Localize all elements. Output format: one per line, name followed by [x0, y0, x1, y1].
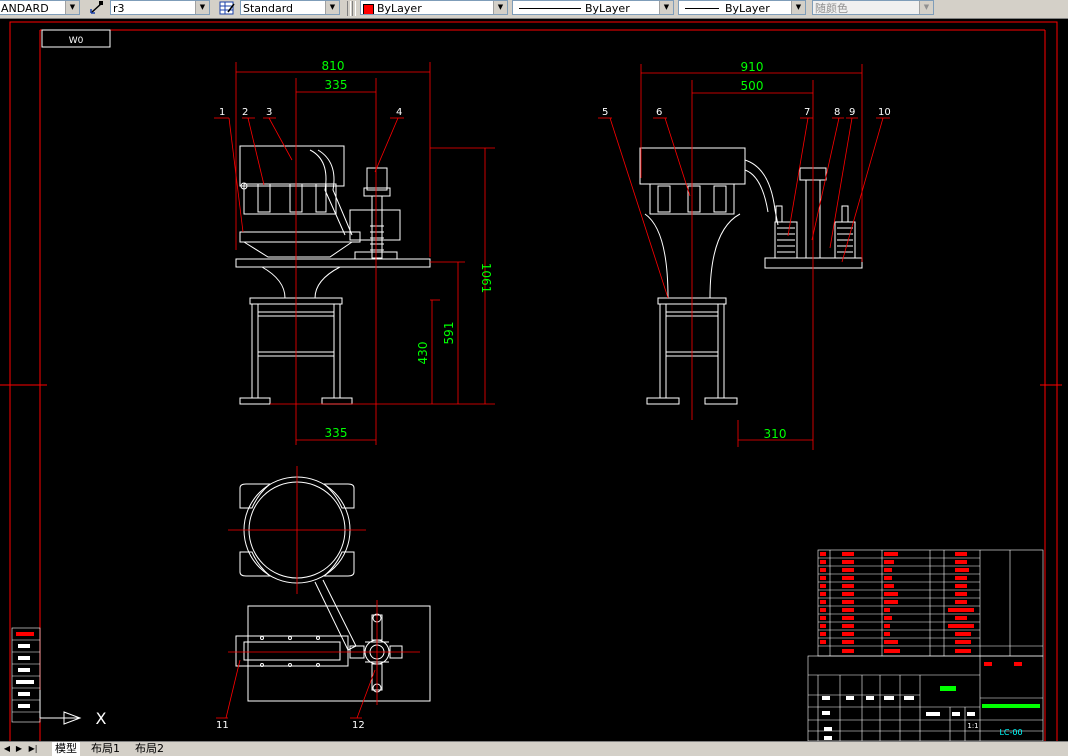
balloon-1: 1 [219, 107, 225, 118]
balloon-3: 3 [266, 107, 272, 118]
side-view-dimension-text: 910 500 310 [741, 60, 787, 441]
color-swatch [363, 3, 374, 14]
table-style-icon[interactable] [218, 0, 236, 16]
chevron-down-icon[interactable]: ▼ [65, 1, 79, 14]
balloon-5: 5 [602, 107, 608, 118]
linetype-combo[interactable]: ByLayer ▼ [512, 0, 674, 15]
chevron-down-icon: ▼ [919, 1, 933, 14]
dimension-style-icon[interactable] [88, 0, 106, 16]
balloon-4: 4 [396, 107, 402, 118]
viewport-label-box [41, 29, 111, 48]
tab-model[interactable]: 模型 [52, 742, 80, 756]
linetype-preview [519, 8, 581, 9]
lineweight-preview [685, 8, 719, 9]
balloon-8: 8 [834, 107, 840, 118]
properties-toolbar: ANDARD ▼ r3 ▼ Standard ▼ ByLayer ▼ ByLay… [0, 0, 1068, 19]
chevron-down-icon[interactable]: ▼ [493, 1, 507, 14]
front-view-dimension-lines [214, 62, 495, 445]
balloon-10: 10 [878, 107, 891, 118]
front-view [235, 145, 431, 405]
dimension-style-combo[interactable]: r3 ▼ [110, 0, 210, 15]
top-view [235, 476, 431, 702]
side-view [639, 147, 863, 405]
dim-side-half-width: 500 [741, 79, 764, 93]
top-view-center-lines [216, 466, 420, 719]
chevron-down-icon[interactable]: ▼ [325, 1, 339, 14]
chevron-down-icon[interactable]: ▼ [791, 1, 805, 14]
table-style-value: Standard [243, 2, 294, 15]
lineweight-value: ByLayer [725, 2, 770, 15]
dim-front-bottom-width: 335 [325, 426, 348, 440]
dim-side-offset: 310 [764, 427, 787, 441]
plot-style-value: 随颜色 [815, 2, 848, 15]
drawing-canvas[interactable]: W0 [0, 18, 1068, 743]
text-style-combo[interactable]: ANDARD ▼ [0, 0, 80, 15]
toolbar-separator [347, 1, 351, 16]
linetype-value: ByLayer [585, 2, 630, 15]
dim-front-half-width: 335 [325, 78, 348, 92]
front-view-balloons: 1 2 3 4 [219, 107, 402, 118]
left-side-table [11, 627, 41, 723]
viewport-label: W0 [69, 36, 84, 46]
text-style-value: ANDARD [1, 2, 49, 15]
title-block [807, 655, 1044, 742]
table-style-combo[interactable]: Standard ▼ [240, 0, 340, 15]
first-tab-icon[interactable]: ◀ [3, 744, 11, 753]
parts-list-cells [820, 552, 1022, 666]
drawing-frame [0, 21, 1062, 743]
layout-tab-bar: ◀ ▶ ▶| 模型 布局1 布局2 [0, 741, 1068, 756]
plot-style-combo: 随颜色 ▼ [812, 0, 934, 15]
dim-front-height-low: 430 [416, 342, 430, 365]
chevron-down-icon[interactable]: ▼ [659, 1, 673, 14]
balloon-11: 11 [216, 720, 229, 731]
tab-layout1[interactable]: 布局1 [91, 742, 120, 755]
dim-front-height-total: 1061 [479, 263, 493, 294]
toolbar-separator [352, 1, 356, 16]
next-tab-icon[interactable]: ▶| [28, 744, 38, 753]
side-view-balloons: 5 6 7 8 9 10 [602, 107, 891, 118]
color-value: ByLayer [377, 2, 422, 15]
balloon-9: 9 [849, 107, 855, 118]
color-combo[interactable]: ByLayer ▼ [360, 0, 508, 15]
chevron-down-icon[interactable]: ▼ [195, 1, 209, 14]
left-side-table-cells [16, 632, 34, 708]
balloon-7: 7 [804, 107, 810, 118]
lineweight-combo[interactable]: ByLayer ▼ [678, 0, 806, 15]
balloon-2: 2 [242, 107, 248, 118]
cad-drawing: W0 [0, 21, 1062, 743]
ucs-icon [39, 690, 82, 725]
dim-front-height-mid: 591 [442, 322, 456, 345]
drawing-number: LC-00 [999, 728, 1022, 737]
dimension-style-value: r3 [113, 2, 125, 15]
ucs-x-axis-label: X [96, 709, 107, 728]
drawing-scale: 1:1 [967, 722, 978, 730]
dim-front-overall-width: 810 [322, 59, 345, 73]
balloon-6: 6 [656, 107, 662, 118]
top-view-balloons: 11 12 [216, 720, 365, 731]
prev-tab-icon[interactable]: ▶ [15, 744, 23, 753]
side-view-dimension-lines [598, 64, 890, 450]
tab-layout2[interactable]: 布局2 [135, 742, 164, 755]
balloon-12: 12 [352, 720, 365, 731]
title-block-cells [822, 686, 1040, 740]
front-view-dimension-text: 810 335 335 1061 591 430 [322, 59, 493, 440]
dim-side-overall-width: 910 [741, 60, 764, 74]
